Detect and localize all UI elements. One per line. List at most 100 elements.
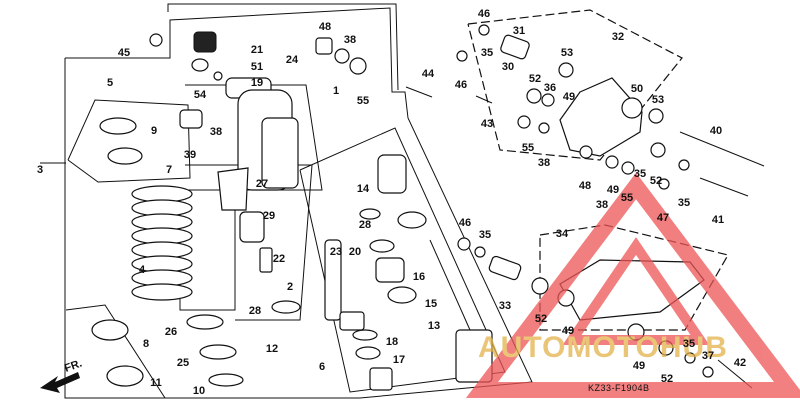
callout-48: 48 xyxy=(319,21,331,33)
bearing-49-upper xyxy=(605,155,619,169)
washer-35 xyxy=(474,246,486,258)
callout-37: 37 xyxy=(702,350,714,362)
bump-rubber xyxy=(217,167,249,211)
callout-42: 42 xyxy=(734,357,746,369)
washer-35-rear xyxy=(684,352,696,364)
callout-46: 46 xyxy=(459,217,471,229)
callout-38: 38 xyxy=(596,199,608,211)
piston-rod xyxy=(429,239,471,331)
callout-24: 24 xyxy=(286,54,299,66)
washer-35-right xyxy=(678,159,690,171)
callout-52: 52 xyxy=(535,313,547,325)
callout-23: 23 xyxy=(330,246,342,258)
watermark-text: AUTOMOTOHUB xyxy=(478,331,728,364)
spring-coil xyxy=(131,185,193,301)
locknut-ring xyxy=(99,117,137,135)
bump-cap xyxy=(186,314,224,330)
callout-46: 46 xyxy=(478,8,490,20)
valve-body xyxy=(259,247,273,273)
callout-17: 17 xyxy=(393,354,405,366)
collar-33 xyxy=(488,255,522,281)
stopper-ring xyxy=(199,344,237,360)
callout-40: 40 xyxy=(710,125,722,137)
callout-28: 28 xyxy=(359,219,371,231)
callout-10: 10 xyxy=(193,385,205,397)
forward-label: FR. xyxy=(63,357,84,374)
callout-45: 45 xyxy=(118,47,130,59)
collar xyxy=(213,71,223,81)
upper-bush xyxy=(315,37,333,55)
bearing-55 xyxy=(349,57,367,75)
callout-38: 38 xyxy=(344,34,356,46)
group-rod-parts xyxy=(315,37,493,391)
collar-31 xyxy=(500,34,530,60)
callout-52: 52 xyxy=(529,73,541,85)
callout-54: 54 xyxy=(194,89,207,101)
callout-6: 6 xyxy=(319,361,325,373)
oil-seal xyxy=(387,286,417,304)
callout-25: 25 xyxy=(177,357,189,369)
callout-16: 16 xyxy=(413,271,425,283)
callout-55: 55 xyxy=(522,142,534,154)
cushion-arm xyxy=(559,77,643,157)
spacer-36 xyxy=(541,93,555,107)
callout-41: 41 xyxy=(712,214,724,226)
circlip-ring xyxy=(208,373,244,387)
adjuster-ring xyxy=(107,147,143,165)
pivot-bolt-40 xyxy=(679,131,765,167)
o-ring xyxy=(369,239,395,253)
callout-5: 5 xyxy=(107,77,113,89)
figure-code: KZ33-F1904B xyxy=(588,383,650,393)
callout-38: 38 xyxy=(538,157,550,169)
rod-guide xyxy=(375,257,405,283)
callout-35: 35 xyxy=(481,47,493,59)
bearing-55-upper xyxy=(621,161,635,175)
bearing-52-upper xyxy=(650,142,666,158)
damper-rubber xyxy=(179,109,203,129)
spring-seat-lower xyxy=(106,365,144,387)
callout-3: 3 xyxy=(37,164,43,176)
bearing-52-lower xyxy=(531,277,549,295)
callout-11: 11 xyxy=(150,377,162,389)
callout-43: 43 xyxy=(481,118,493,130)
nut-47 xyxy=(658,178,670,190)
reservoir xyxy=(261,117,299,189)
bolt-43 xyxy=(475,95,493,104)
callout-36: 36 xyxy=(544,82,556,94)
seal-55 xyxy=(517,115,531,129)
boot xyxy=(377,154,407,194)
callout-21: 21 xyxy=(251,44,263,56)
end-eye xyxy=(369,367,393,391)
nut-46-lower xyxy=(457,237,471,251)
callout-9: 9 xyxy=(151,125,157,137)
callout-55: 55 xyxy=(357,95,369,107)
callout-18: 18 xyxy=(386,336,398,348)
piston-ring xyxy=(352,329,378,341)
rod-clevis xyxy=(455,329,493,383)
callout-30: 30 xyxy=(502,61,514,73)
callout-51: 51 xyxy=(251,61,263,73)
callout-29: 29 xyxy=(263,210,275,222)
callout-12: 12 xyxy=(266,343,278,355)
bearing-50 xyxy=(621,97,643,119)
callout-53: 53 xyxy=(561,47,573,59)
nut-37 xyxy=(702,366,714,378)
spring-seat-upper xyxy=(91,319,129,341)
nut-46 xyxy=(456,50,468,62)
callout-38: 38 xyxy=(210,126,222,138)
bush-body xyxy=(239,211,265,243)
callout-27: 27 xyxy=(256,178,268,190)
watermark-logo: AUTOMOTOHUB xyxy=(465,172,800,398)
group-damper-body xyxy=(191,31,301,314)
callout-49: 49 xyxy=(563,91,575,103)
callout-14: 14 xyxy=(357,183,370,195)
seal-washer xyxy=(191,58,209,72)
washer-28 xyxy=(359,208,381,220)
nut-46-top xyxy=(478,24,490,36)
callout-20: 20 xyxy=(349,246,361,258)
callout-52: 52 xyxy=(650,175,662,187)
callout-50: 50 xyxy=(631,83,643,95)
dust-seal-38 xyxy=(334,48,350,64)
bolt-41 xyxy=(699,177,749,197)
